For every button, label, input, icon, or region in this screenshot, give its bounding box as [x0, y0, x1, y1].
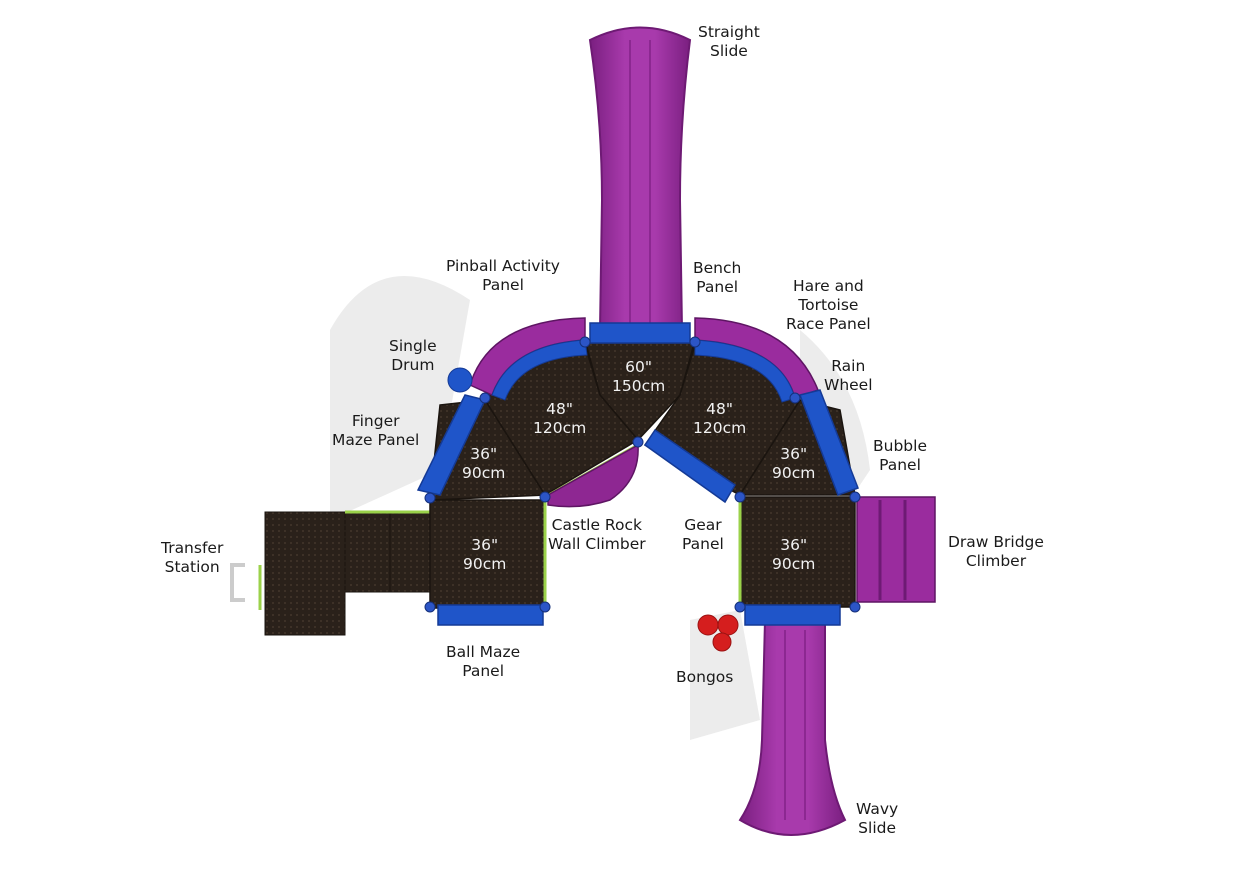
label-bongos: Bongos — [676, 668, 734, 686]
deck-right-36-lower-height: 36"90cm — [772, 536, 816, 573]
ground-shadows — [330, 276, 870, 740]
deck-right-36-upper-height: 36"90cm — [772, 445, 816, 482]
castle-rock-climber — [547, 443, 639, 508]
blue-panels[interactable] — [416, 322, 859, 626]
deck-center-height: 60"150cm — [612, 358, 666, 395]
deck-left-36-lower-height: 36"90cm — [463, 536, 507, 573]
bongos — [697, 614, 739, 652]
deck-right-48-height: 48"120cm — [693, 400, 747, 437]
single-drum — [447, 367, 473, 393]
straight-slide — [588, 26, 692, 331]
deck-left-36-upper-height: 36"90cm — [462, 445, 506, 482]
wavy-slide — [738, 619, 847, 836]
post-caps — [424, 336, 861, 613]
transfer-station — [230, 510, 436, 636]
draw-bridge-climber — [856, 496, 936, 603]
deck-left-48-height: 48"120cm — [533, 400, 587, 437]
